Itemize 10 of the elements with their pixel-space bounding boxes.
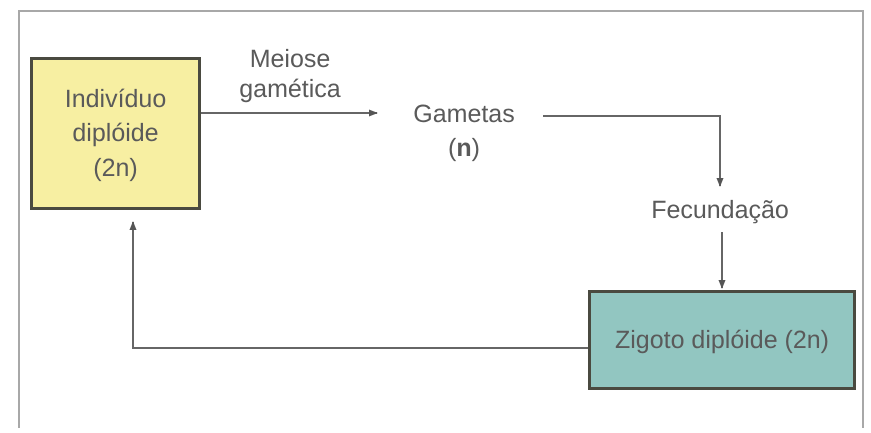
node-text: Gametas (n)	[412, 98, 516, 164]
arrow	[201, 109, 378, 117]
process-box	[588, 290, 856, 390]
arrow	[718, 232, 726, 289]
arrow	[129, 221, 588, 349]
node-text: Fecundação	[651, 194, 789, 226]
arrow	[543, 115, 724, 187]
node-text: Zigoto diplóide (2n)	[614, 324, 829, 356]
node-text: Indivíduo diplóide (2n)	[64, 84, 168, 184]
process-box	[30, 57, 201, 210]
